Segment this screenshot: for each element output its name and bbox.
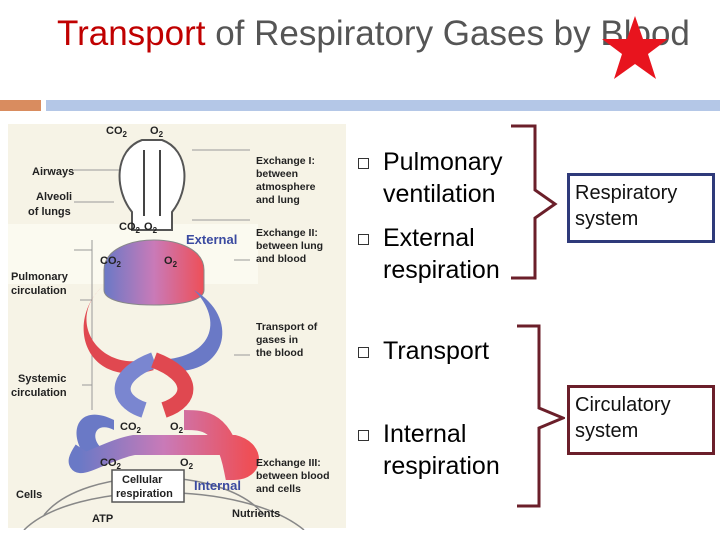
bracket-respiratory: [511, 124, 558, 280]
bullet-marker: [358, 430, 369, 441]
label-ex2-1: Exchange II:: [256, 227, 318, 239]
label-airways: Airways: [32, 166, 74, 178]
bullet-transport: Transport: [383, 337, 490, 365]
label-cellular-2: respiration: [116, 488, 173, 500]
label-systemic-2: circulation: [11, 387, 67, 399]
title-divider-accent: [0, 100, 41, 111]
bullet-marker: [358, 158, 369, 169]
star-icon: [602, 16, 668, 79]
label-ex3-3: and cells: [256, 483, 301, 495]
label-co2-tissue: CO2: [120, 421, 142, 435]
label-ex1-2: between: [256, 168, 298, 180]
label-ex2-3: and blood: [256, 253, 306, 265]
label-ex2-2: between lung: [256, 240, 323, 252]
label-co2-cells: CO2: [100, 457, 122, 471]
label-ex3-2: between blood: [256, 470, 330, 482]
slide-title: Transport of Respiratory Gases by Blood: [57, 12, 697, 56]
label-o2-top: O2: [150, 125, 164, 139]
label-o2-cells: O2: [180, 457, 194, 471]
label-pulmonary-2: circulation: [11, 285, 67, 297]
label-ex1-1: Exchange I:: [256, 155, 315, 167]
bullet-marker: [358, 347, 369, 358]
respiration-diagram: Airways Alveoli of lungs Pulmonary circu…: [8, 124, 346, 530]
label-cells: Cells: [16, 489, 42, 501]
label-alveoli-2: of lungs: [28, 206, 71, 218]
label-tr-2: gases in: [256, 334, 298, 346]
label-o2-lung: O2: [144, 221, 158, 235]
bullet-pulmonary-ventilation: Pulmonary ventilation: [383, 148, 503, 208]
systemic-vessel: [68, 410, 259, 481]
label-tr-1: Transport of: [256, 321, 318, 333]
label-nutrients: Nutrients: [232, 508, 280, 520]
alveolus-shape: [118, 139, 186, 231]
label-internal: Internal: [194, 478, 241, 493]
bullet-external-respiration: External respiration: [383, 224, 500, 284]
circulatory-system-label: Circulatory system: [575, 394, 671, 442]
label-alveoli-1: Alveoli: [36, 191, 72, 203]
title-divider-bar: [46, 100, 720, 111]
bullet-marker: [358, 234, 369, 245]
bullet-internal-respiration: Internal respiration: [383, 420, 500, 480]
brackets: [511, 124, 565, 508]
label-pulmonary-1: Pulmonary: [11, 271, 69, 283]
circulatory-system-box: Circulatory system: [567, 385, 715, 455]
label-co2-lung: CO2: [119, 221, 141, 235]
label-o2-blood: O2: [164, 255, 178, 269]
label-tr-3: the blood: [256, 347, 303, 359]
label-atp: ATP: [92, 513, 113, 525]
title-highlight: Transport: [57, 14, 206, 53]
label-cellular-1: Cellular: [122, 474, 163, 486]
label-ex1-3: atmosphere: [256, 181, 316, 193]
label-external: External: [186, 232, 237, 247]
label-o2-tissue: O2: [170, 421, 184, 435]
label-co2-blood: CO2: [100, 255, 122, 269]
bracket-circulatory: [517, 324, 565, 508]
respiratory-system-box: Respiratory system: [567, 173, 715, 243]
label-ex1-4: and lung: [256, 194, 300, 206]
label-systemic-1: Systemic: [18, 373, 66, 385]
label-ex3-1: Exchange III:: [256, 457, 321, 469]
title-rest: of Respiratory Gases by Blood: [205, 14, 690, 53]
respiratory-system-label: Respiratory system: [575, 182, 678, 230]
cellular-respiration-box: [111, 469, 185, 503]
pulmonary-vessel: [103, 239, 205, 306]
label-co2-top: CO2: [106, 125, 128, 139]
